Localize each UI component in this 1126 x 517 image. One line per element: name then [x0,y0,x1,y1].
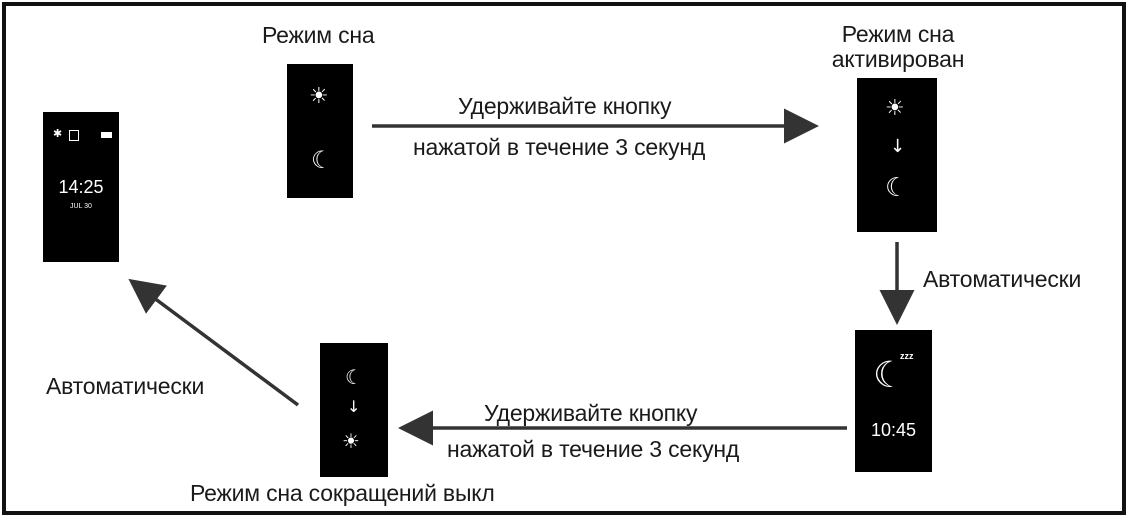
home-date: JUL 30 [70,203,92,210]
label-sleep-mode: Режим сна [262,22,375,48]
label-hold-top-line2: нажатой в течение 3 секунд [413,134,706,160]
label-hold-top-line1: Удерживайте кнопку [458,93,672,119]
label-auto-left: Автоматически [46,373,205,399]
down-arrow-icon: ↓ [890,136,906,157]
label-sleep-activated: Режим сна активирован [831,21,965,72]
sleep-activated-screen: ☀ ↓ ☾ [857,78,937,232]
moon-icon: ☾ [873,355,906,396]
moon-icon: ☾ [311,146,333,174]
label-hold-bottom-line1: Удерживайте кнопку [484,400,698,426]
label-sleep-off: Режим сна сокращений выкл [190,480,495,506]
bluetooth-icon: ✱ [53,127,63,140]
home-time: 14:25 [58,177,104,197]
moon-icon: ☾ [345,365,363,389]
home-screen: ✱ 14:25 JUL 30 [43,112,119,262]
sleeping-time: 10:45 [870,420,917,440]
sun-icon: ☀ [885,96,905,121]
notification-icon [69,130,79,141]
zzz-icon: zzz [900,351,914,361]
sleep-mode-screen: ☀ ☾ [287,64,353,198]
arrow-off-to-home [128,278,300,407]
battery-icon [101,132,112,138]
sun-icon: ☀ [309,84,329,109]
sleep-off-screen: ☾ ↓ ☀ [320,343,388,477]
down-arrow-icon: ↓ [347,397,361,416]
label-auto-right: Автоматически [923,266,1082,292]
sleeping-screen: zzz ☾ 10:45 [855,330,932,472]
moon-icon: ☾ [885,173,909,203]
sun-icon: ☀ [342,429,360,453]
label-hold-bottom-line2: нажатой в течение 3 секунд [447,436,740,462]
